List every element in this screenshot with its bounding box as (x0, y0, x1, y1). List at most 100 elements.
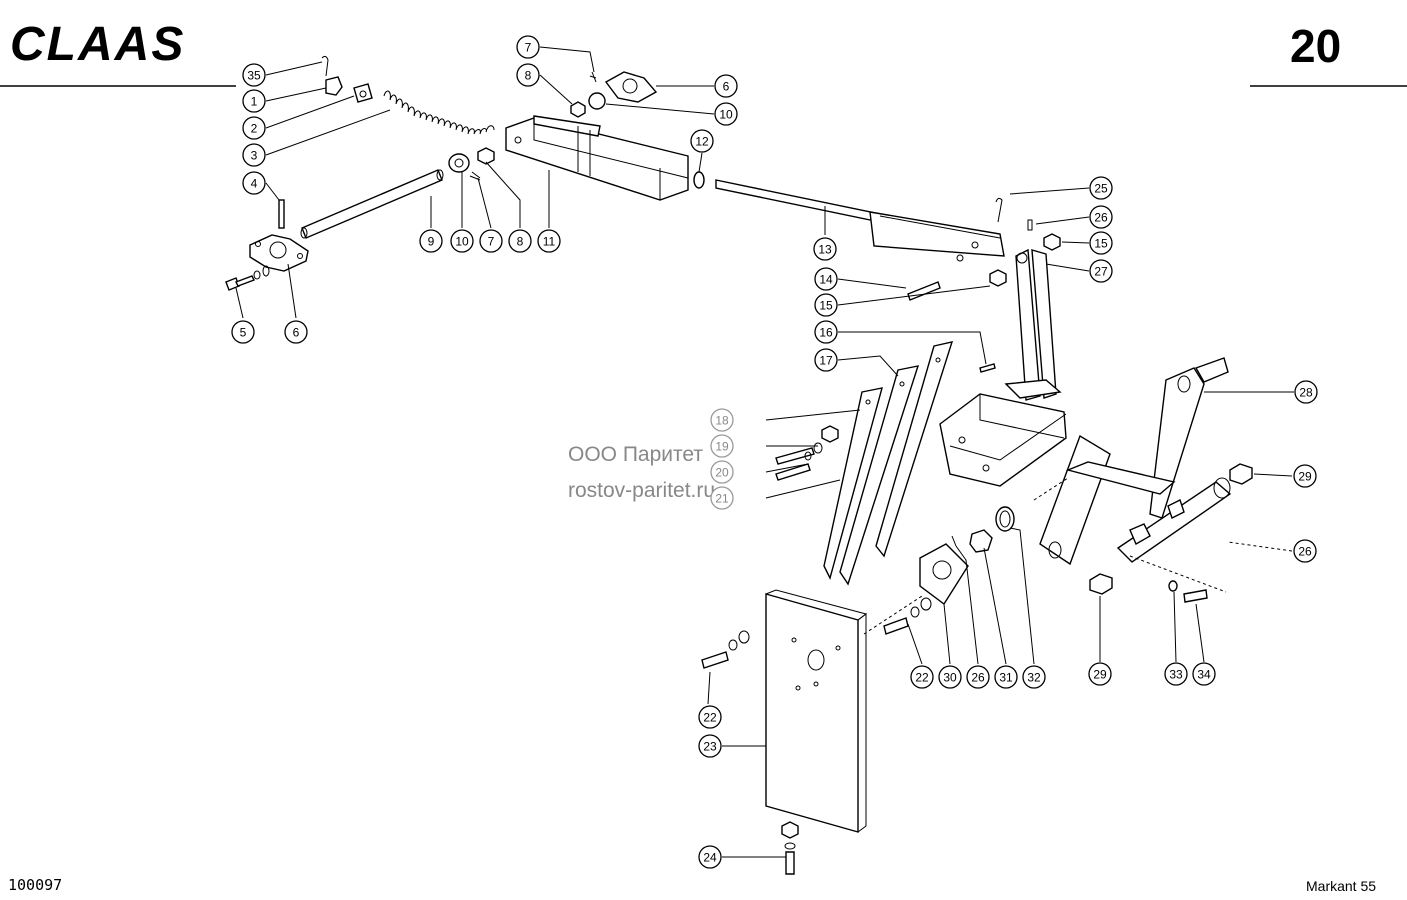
callout-26: 26 (1089, 205, 1113, 229)
callout-label: 10 (719, 108, 733, 122)
callout-33: 33 (1164, 662, 1188, 686)
lever-27 (1015, 248, 1057, 401)
callout-label: 22 (915, 671, 929, 685)
callout-label: 15 (1094, 237, 1108, 251)
nut-29-bottom (1089, 573, 1113, 595)
callout-label: 29 (1298, 470, 1312, 484)
callout-30: 30 (938, 665, 962, 689)
callout-label: 26 (1094, 211, 1108, 225)
nut-29-right (1229, 463, 1253, 485)
bushing-10-top (588, 92, 606, 110)
callout-label: 3 (251, 149, 258, 163)
callout-26: 26 (966, 665, 990, 689)
brand-logo: CLAAS (10, 18, 185, 71)
callout-label: 32 (1027, 671, 1041, 685)
nut-15 (989, 269, 1007, 287)
callout-25: 25 (1089, 176, 1113, 200)
callout-22: 22 (698, 705, 722, 729)
callout-label: 25 (1094, 182, 1108, 196)
watermark-company: ООО Паритет (568, 443, 703, 466)
callout-label: 7 (525, 41, 532, 55)
callout-28: 28 (1294, 380, 1318, 404)
callout-5: 5 (231, 320, 255, 344)
bolt-5 (225, 265, 270, 291)
rod-13 (715, 179, 1005, 262)
callout-label: 19 (715, 440, 729, 454)
bushing-31 (969, 529, 993, 553)
grease-nipple-26-flange (951, 535, 957, 547)
callout-label: 8 (525, 69, 532, 83)
arm-11 (505, 115, 689, 201)
callout-26: 26 (1293, 539, 1317, 563)
callout-label: 11 (543, 235, 556, 249)
spring-3 (383, 90, 495, 135)
callout-31: 31 (994, 665, 1018, 689)
callout-24: 24 (698, 845, 722, 869)
callout-4: 4 (242, 171, 266, 195)
callout-6: 6 (284, 320, 308, 344)
callout-label: 16 (819, 326, 833, 340)
callout-34: 34 (1192, 662, 1216, 686)
callout-13: 13 (813, 237, 837, 261)
callout-label: 26 (1298, 545, 1312, 559)
document-id: 100097 (8, 876, 62, 894)
callout-29: 29 (1293, 464, 1317, 488)
callout-7: 7 (516, 35, 540, 59)
callout-label: 27 (1094, 265, 1108, 279)
bolt-24 (781, 821, 799, 875)
callout-label: 18 (715, 414, 729, 428)
callout-label: 30 (943, 671, 957, 685)
plate-2 (353, 83, 373, 103)
washer-12 (693, 171, 705, 189)
flange-bearing-6 (249, 234, 309, 272)
callout-14: 14 (814, 267, 838, 291)
callout-label: 14 (819, 273, 833, 287)
callout-label: 6 (293, 326, 300, 340)
bolt-22-right (883, 597, 932, 635)
pin-4 (278, 199, 285, 229)
callout-17: 17 (814, 348, 838, 372)
castle-nut-1 (325, 76, 343, 96)
pin-14 (907, 281, 941, 301)
callout-32: 32 (1022, 665, 1046, 689)
callout-23: 23 (698, 734, 722, 758)
cotter-pin-35 (321, 55, 329, 77)
callout-label: 35 (247, 69, 261, 83)
callout-29: 29 (1088, 662, 1112, 686)
callout-11: 11 (537, 229, 561, 253)
callout-9: 9 (419, 229, 443, 253)
callout-label: 1 (251, 95, 258, 109)
callout-19: 19 (710, 434, 734, 458)
callout-label: 2 (251, 122, 258, 136)
ring-32 (995, 506, 1015, 532)
callout-2: 2 (242, 116, 266, 140)
callout-15: 15 (1089, 231, 1113, 255)
bushing-10 (448, 153, 470, 173)
cotter-pin-25 (995, 197, 1003, 223)
bolt-34 (1183, 589, 1208, 603)
mounting-tube (1116, 477, 1232, 563)
flange-bearing-30 (919, 543, 969, 606)
callout-21: 21 (710, 486, 734, 510)
callout-10: 10 (714, 102, 738, 126)
nut-8 (477, 147, 495, 165)
callout-27: 27 (1089, 259, 1113, 283)
callout-label: 9 (428, 235, 435, 249)
callout-35: 35 (242, 63, 266, 87)
callout-8: 8 (508, 229, 532, 253)
callout-label: 34 (1197, 668, 1211, 682)
washer-33 (1168, 580, 1178, 592)
pin-16 (979, 363, 996, 373)
flange-bearing-6-top (604, 71, 658, 103)
plate-23 (765, 589, 868, 833)
callout-12: 12 (690, 129, 714, 153)
blade-17 (823, 341, 954, 586)
bolts-18-20 (775, 425, 839, 481)
nut-8-top (570, 101, 586, 118)
callout-1: 1 (242, 89, 266, 113)
grease-nipple-26 (1027, 219, 1033, 231)
callout-8: 8 (516, 63, 540, 87)
